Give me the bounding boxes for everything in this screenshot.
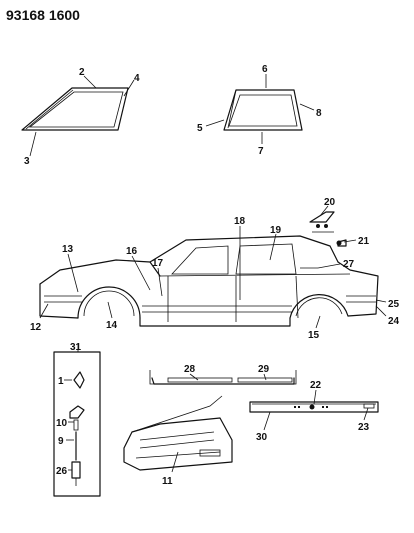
- callout-18: 18: [234, 216, 246, 227]
- callout-16: 16: [126, 246, 138, 257]
- callout-6: 6: [262, 64, 268, 75]
- callout-12: 12: [30, 322, 42, 333]
- callout-2: 2: [79, 67, 85, 78]
- rear-window-glass: [223, 89, 303, 131]
- drawing-code: 93168 1600: [6, 7, 80, 23]
- callout-5: 5: [197, 123, 203, 134]
- windshield-glass: [21, 87, 129, 131]
- callout-29: 29: [258, 364, 270, 375]
- callout-14: 14: [106, 320, 118, 331]
- callout-10: 10: [56, 418, 68, 429]
- car-side-view: [39, 235, 379, 327]
- callout-4: 4: [134, 73, 140, 84]
- callout-17: 17: [152, 258, 164, 269]
- callout-24: 24: [388, 316, 400, 327]
- callout-22: 22: [310, 380, 322, 391]
- callout-19: 19: [270, 225, 282, 236]
- rocker-molding-part: [149, 370, 297, 385]
- callout-31: 31: [70, 342, 82, 353]
- callout-30: 30: [256, 432, 268, 443]
- callout-8: 8: [316, 108, 322, 119]
- callout-3: 3: [24, 156, 30, 167]
- callout-20: 20: [324, 197, 336, 208]
- callout-26: 26: [56, 466, 68, 477]
- callout-1: 1: [58, 376, 64, 387]
- callout-15: 15: [308, 330, 320, 341]
- parts-kit-box: [53, 351, 101, 497]
- callout-11: 11: [162, 476, 173, 487]
- callout-25: 25: [388, 299, 400, 310]
- callout-27: 27: [343, 259, 355, 270]
- front-end-view: [123, 395, 233, 471]
- callout-9: 9: [58, 436, 64, 447]
- callout-21: 21: [358, 236, 370, 247]
- callout-13: 13: [62, 244, 74, 255]
- callout-7: 7: [258, 146, 264, 157]
- kit-components: [69, 371, 85, 486]
- callout-28: 28: [184, 364, 196, 375]
- callout-23: 23: [358, 422, 370, 433]
